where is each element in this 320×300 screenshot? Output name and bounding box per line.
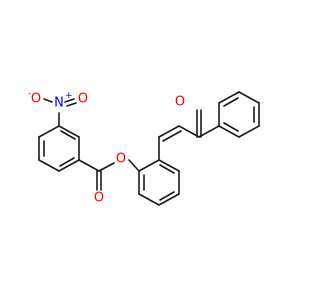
atom-labels: N + O - O O O O xyxy=(28,89,185,206)
bond-ringB-double-1 xyxy=(159,164,175,174)
bond-vinyl-carbonyl xyxy=(178,125,200,138)
ester-o-label: O xyxy=(116,152,126,167)
bond-ringA-4 xyxy=(38,159,60,172)
bond-ringB-4 xyxy=(158,193,180,206)
ester-carbonyl-o-label: O xyxy=(94,191,104,206)
bond-ringA-double-2 xyxy=(59,157,75,167)
bonds xyxy=(38,91,260,206)
nitro-n-charge: + xyxy=(65,91,73,101)
nitro-o-left-charge: - xyxy=(28,89,31,99)
bond-ringB-5 xyxy=(138,193,160,206)
ketone-o-label: O xyxy=(175,95,185,110)
bond-ring-ester-c xyxy=(78,159,100,172)
bond-vinyl-a xyxy=(158,125,180,138)
bond-ringC-double-1 xyxy=(223,97,239,107)
bond-ringA-3 xyxy=(58,159,80,172)
nitro-o-right-label: O xyxy=(78,92,88,107)
bond-ringA-double-1 xyxy=(60,130,76,140)
bond-ringC-5 xyxy=(238,125,260,138)
nitro-o-left-label: O xyxy=(31,92,41,107)
bond-n-o-right-a xyxy=(64,98,75,103)
bond-ringB-2 xyxy=(158,159,180,172)
bond-n-o-right-b xyxy=(66,102,77,107)
bond-ringC-double-3 xyxy=(223,122,239,132)
bond-ringB-double-2 xyxy=(159,191,175,201)
bond-vinyl-b xyxy=(162,130,182,142)
bond-ketone-phenyl xyxy=(198,125,220,138)
bond-ringA-6 xyxy=(38,125,60,138)
bond-ester-c-o-single xyxy=(98,162,115,172)
bond-ester-o-ring xyxy=(128,159,140,172)
bond-n-o-left xyxy=(43,98,53,103)
bond-ringC-2 xyxy=(218,91,240,104)
bond-ringB-1 xyxy=(138,159,160,172)
nitro-n-label: N xyxy=(54,96,64,111)
bond-ringC-3 xyxy=(238,91,260,104)
bond-ringA-1 xyxy=(58,125,80,138)
bond-ringC-6 xyxy=(218,125,240,138)
molecule-structure: N + O - O O O O xyxy=(28,89,260,206)
